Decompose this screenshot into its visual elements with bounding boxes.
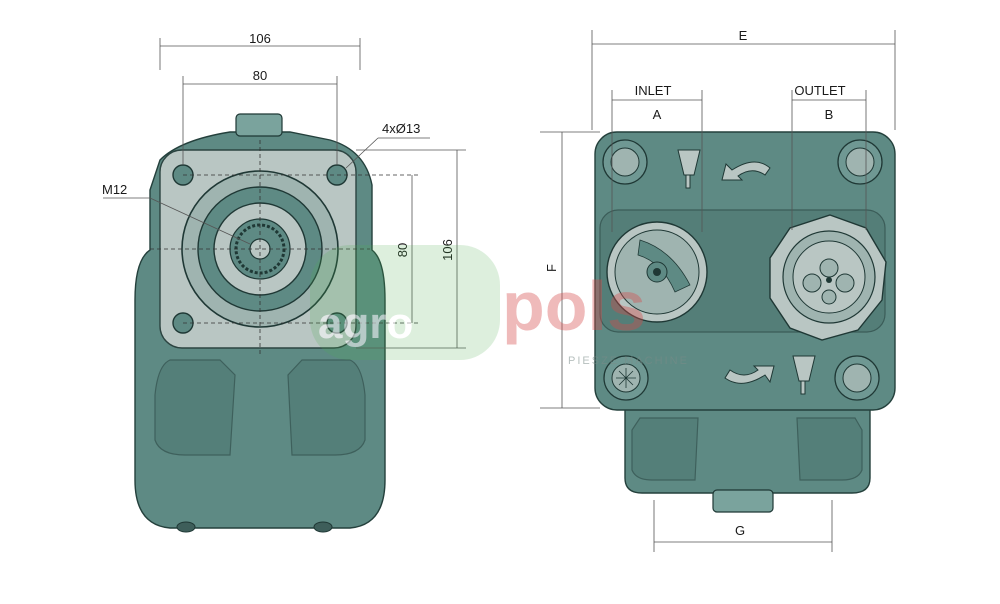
dim-106-vertical: 106 — [440, 239, 455, 261]
dim-F: F — [544, 264, 559, 272]
left-foot-right — [313, 521, 333, 533]
watermark-logo: agro pols PIESZE MACHINE — [310, 245, 689, 367]
left-housing-recess — [154, 359, 236, 456]
inlet-label: INLET — [635, 83, 672, 98]
dim-106-horizontal: 106 — [249, 31, 271, 46]
right-view-ports — [594, 131, 896, 513]
rotation-arrow-bottom-icon — [724, 365, 775, 384]
boss-top-right — [837, 139, 883, 185]
left-view-front — [134, 113, 420, 533]
watermark-tagline: PIESZE MACHINE — [568, 355, 689, 367]
inlet-port — [606, 221, 708, 323]
right-view-dimensions: E INLET A OUTLET B F G — [540, 28, 896, 552]
flow-symbol-top-icon — [677, 149, 701, 189]
dim-80-vertical: 80 — [395, 243, 410, 257]
right-tab-recess-right — [796, 417, 863, 481]
boss-top-left — [602, 139, 648, 185]
outlet-port — [769, 214, 887, 341]
thread-label: M12 — [102, 182, 127, 197]
right-shaft-stub — [712, 489, 774, 513]
left-shaft-stub — [235, 113, 283, 137]
holes-label: 4xØ13 — [382, 121, 420, 136]
outlet-port-letter: B — [825, 107, 834, 122]
right-tab-recess-left — [631, 417, 699, 481]
left-view-dimensions: 106 80 80 106 4xØ13 M12 — [102, 31, 466, 349]
rotation-arrow-top-icon — [721, 161, 771, 181]
watermark-logo-right: pols — [502, 267, 646, 345]
boss-bottom-right — [834, 355, 880, 401]
dim-80-horizontal: 80 — [253, 68, 267, 83]
dim-E: E — [739, 28, 748, 43]
holes-leader — [345, 137, 379, 169]
outlet-label: OUTLET — [794, 83, 845, 98]
left-housing-recess-right — [287, 359, 366, 456]
inlet-port-letter: A — [653, 107, 662, 122]
left-foot-left — [176, 521, 196, 533]
boss-bottom-left — [603, 355, 649, 401]
dim-G: G — [735, 523, 745, 538]
flow-symbol-bottom-icon — [792, 355, 816, 395]
watermark-green-badge — [310, 245, 500, 360]
watermark-logo-left: agro — [318, 299, 413, 348]
